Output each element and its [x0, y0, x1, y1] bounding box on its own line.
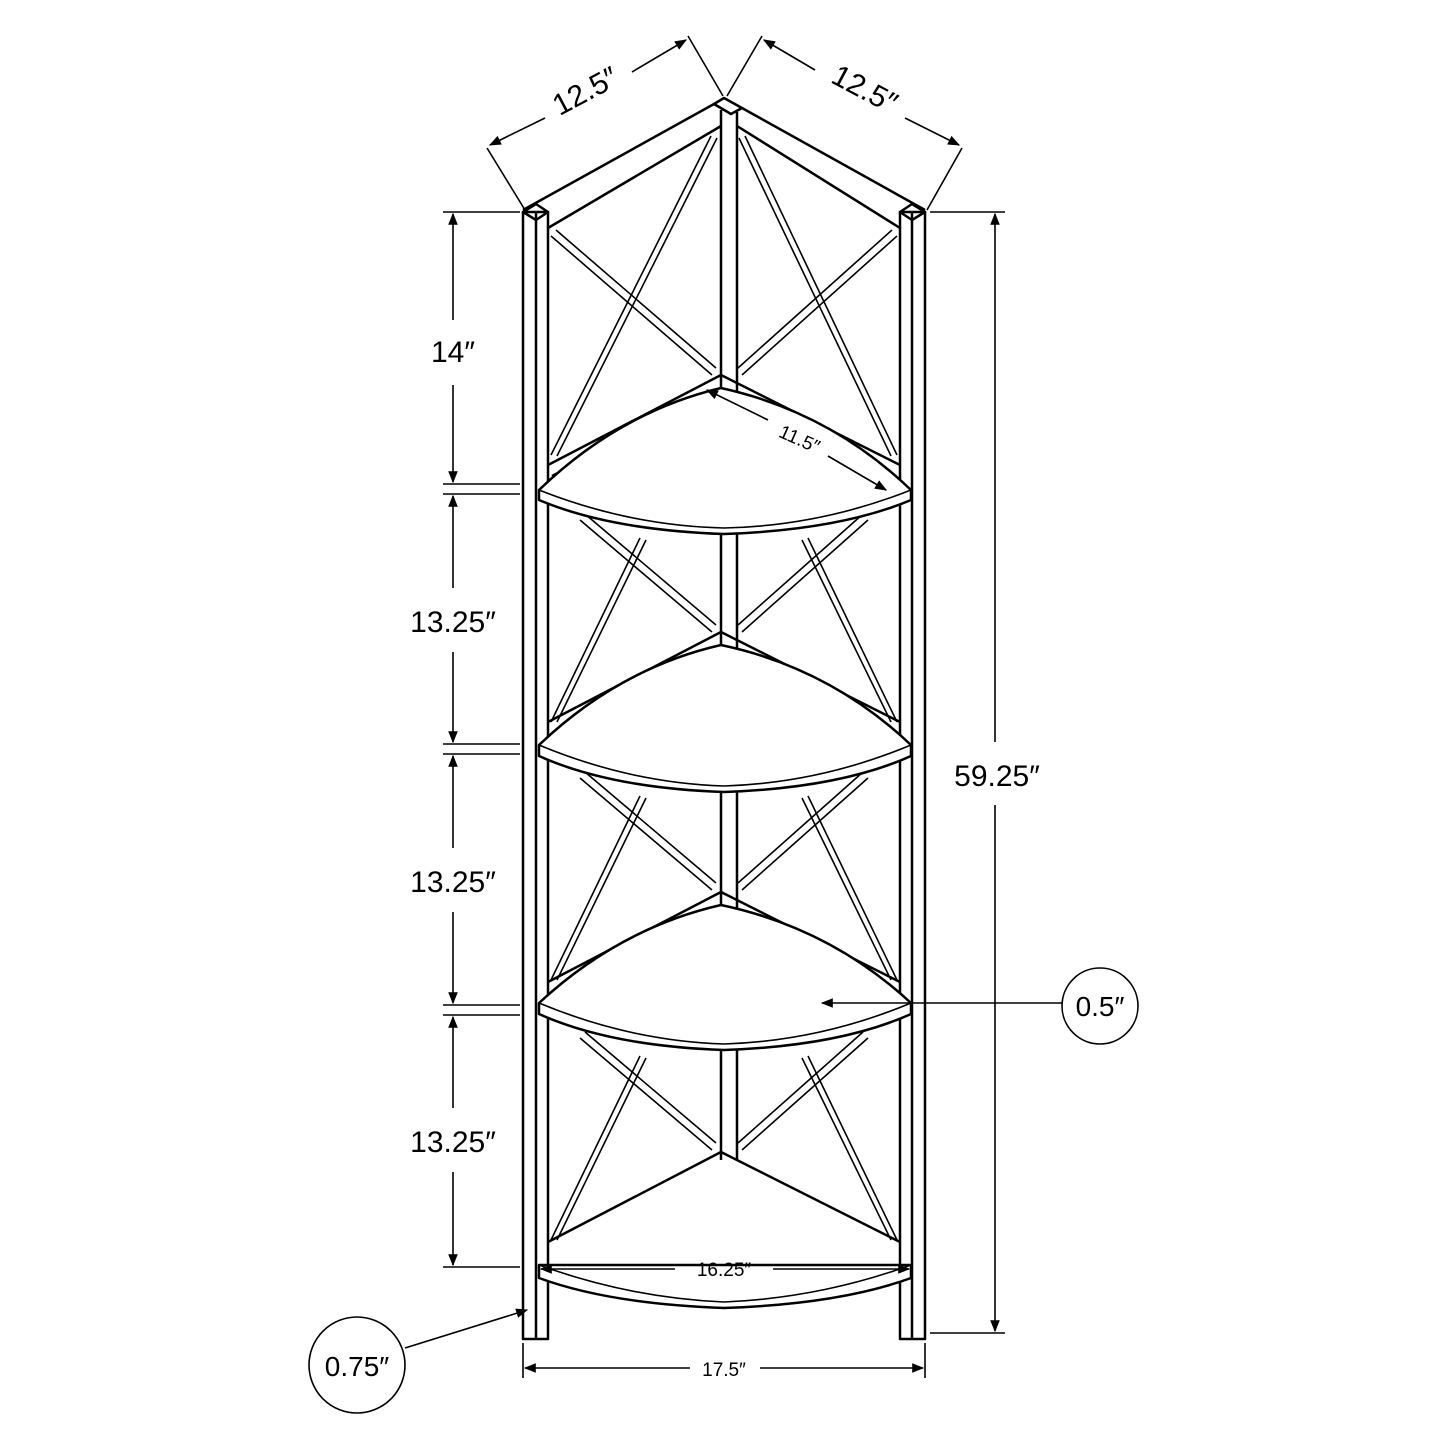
top-back-rails [522, 102, 926, 230]
overall-height-label: 59.25″ [954, 760, 1040, 793]
shelf-thickness-callout-circle [1061, 967, 1139, 1045]
section-3-cross-braces [550, 771, 898, 981]
shelf-2 [537, 643, 913, 794]
section-3-height-label: 13.25″ [410, 866, 496, 899]
section-4-cross-braces [550, 1031, 898, 1241]
section-2-cross-braces [550, 513, 898, 723]
shelf-3 [537, 903, 913, 1052]
bottom-shelf-width-label: 16.25″ [697, 1260, 752, 1281]
left-post [521, 202, 550, 1341]
right-post [898, 202, 927, 1341]
leg-thickness-callout-circle [308, 1316, 406, 1414]
section-4-height-label: 13.25″ [410, 1126, 496, 1159]
section-2-height-label: 13.25″ [410, 606, 496, 639]
top-left-depth-label: 12.5″ [547, 61, 624, 123]
shelf-frame [521, 96, 927, 1341]
shelf-thickness-label: 0.5″ [1076, 991, 1125, 1022]
top-right-depth-label: 12.5″ [826, 59, 903, 121]
top-panel-cross-braces [550, 135, 898, 457]
shelf-4-bottom [537, 1263, 913, 1310]
top-section-height-label: 14″ [431, 336, 475, 369]
shelf-1 [537, 386, 913, 536]
dimension-lines [308, 35, 1139, 1414]
overall-width-label: 17.5″ [702, 1360, 746, 1381]
leg-thickness-label: 0.75″ [325, 1351, 389, 1382]
